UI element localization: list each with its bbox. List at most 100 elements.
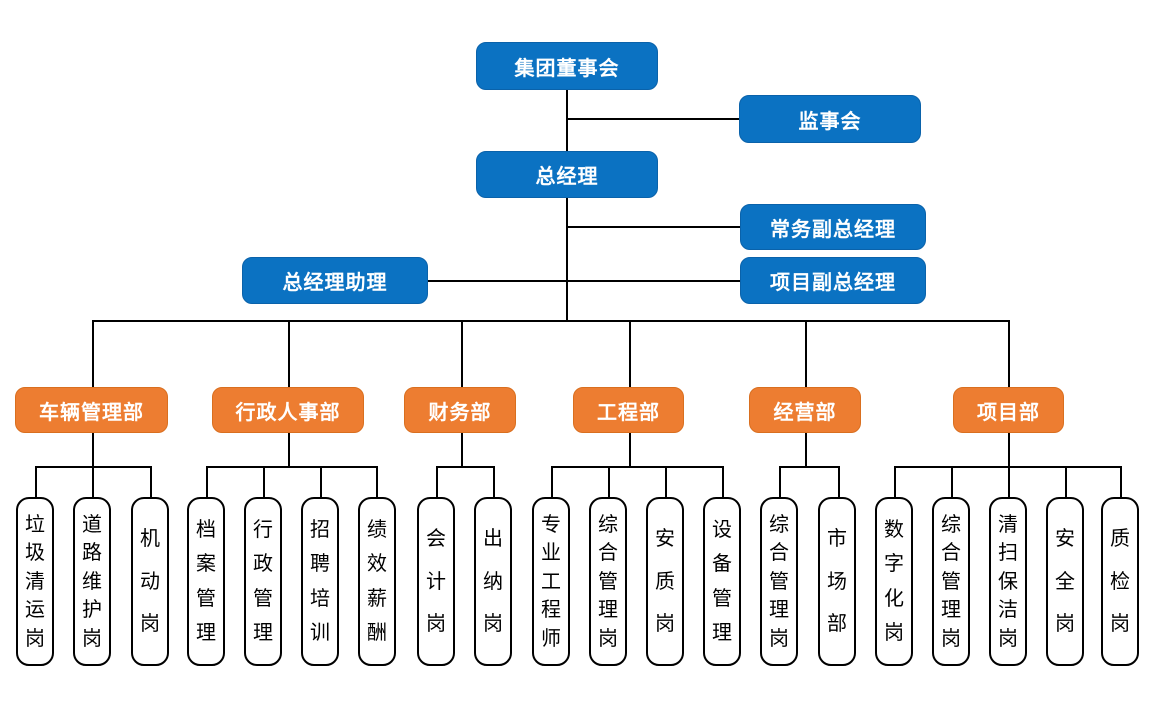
connector-line	[805, 320, 807, 387]
connector-line	[436, 466, 493, 468]
node-position-professional-engineer: 专业工程师	[532, 497, 570, 666]
node-position-digitalization: 数字化岗	[875, 497, 913, 666]
connector-line	[566, 90, 568, 151]
node-project-deputy-gm-label: 项目副总经理	[770, 272, 896, 294]
connector-line	[567, 226, 740, 228]
connector-line	[566, 198, 568, 321]
connector-line	[206, 466, 377, 468]
node-position-cleaning-label: 清扫保洁岗	[998, 513, 1018, 650]
node-group-board: 集团董事会	[476, 42, 658, 90]
node-dept-operations: 经营部	[749, 387, 861, 433]
node-dept-project: 项目部	[953, 387, 1064, 433]
connector-line	[92, 433, 94, 467]
connector-line	[288, 433, 290, 467]
connector-line	[1065, 466, 1067, 497]
node-project-deputy-gm: 项目副总经理	[740, 257, 926, 304]
node-dept-project-label: 项目部	[977, 401, 1040, 424]
connector-line	[92, 320, 94, 387]
node-dept-vehicle-management: 车辆管理部	[15, 387, 168, 433]
connector-line	[206, 466, 208, 497]
node-position-cleaning: 清扫保洁岗	[989, 497, 1027, 666]
node-position-recruit-training-label: 招聘培训	[310, 519, 330, 644]
node-position-performance-pay: 绩效薪酬	[358, 497, 396, 666]
connector-line	[288, 320, 290, 387]
node-position-general-management-eng: 综合管理岗	[589, 497, 627, 666]
node-position-road-maintenance: 道路维护岗	[73, 497, 111, 666]
node-position-safety: 安全岗	[1046, 497, 1084, 666]
node-position-professional-engineer-label: 专业工程师	[541, 513, 561, 650]
connector-line	[779, 466, 781, 497]
node-dept-finance-label: 财务部	[428, 401, 492, 424]
node-position-admin-management-label: 行政管理	[253, 519, 273, 644]
node-position-garbage-removal-label: 垃圾清运岗	[25, 513, 45, 650]
node-position-general-management-ops: 综合管理岗	[760, 497, 798, 666]
connector-line	[805, 433, 807, 467]
connector-line	[779, 466, 839, 468]
connector-line	[376, 466, 378, 497]
node-position-safety-label: 安全岗	[1055, 527, 1075, 636]
connector-line	[722, 466, 724, 497]
node-position-equipment-management: 设备管理	[703, 497, 741, 666]
connector-line	[551, 466, 553, 497]
node-position-archives-management: 档案管理	[187, 497, 225, 666]
node-dept-engineering: 工程部	[573, 387, 684, 433]
node-dept-vehicle-management-label: 车辆管理部	[39, 401, 144, 424]
node-position-mobile: 机动岗	[131, 497, 169, 666]
connector-line	[92, 466, 94, 497]
node-executive-deputy-gm: 常务副总经理	[740, 204, 926, 250]
connector-line	[629, 320, 631, 387]
connector-line	[551, 466, 722, 468]
connector-line	[1008, 466, 1010, 497]
node-dept-admin-hr: 行政人事部	[212, 387, 364, 433]
connector-line	[665, 466, 667, 497]
connector-line	[263, 466, 265, 497]
node-position-mobile-label: 机动岗	[140, 527, 160, 636]
node-position-safety-quality: 安质岗	[646, 497, 684, 666]
node-position-digitalization-label: 数字化岗	[884, 519, 904, 644]
node-position-road-maintenance-label: 道路维护岗	[82, 513, 102, 650]
connector-line	[1008, 320, 1010, 387]
connector-line	[92, 320, 1008, 322]
connector-line	[951, 466, 953, 497]
connector-line	[461, 320, 463, 387]
node-supervisory-board-label: 监事会	[798, 110, 862, 133]
node-position-archives-management-label: 档案管理	[196, 519, 216, 644]
node-position-accounting-label: 会计岗	[426, 527, 446, 636]
node-position-market-label: 市场部	[827, 527, 847, 636]
connector-line	[493, 466, 495, 497]
node-dept-admin-hr-label: 行政人事部	[235, 401, 341, 424]
node-position-general-management-proj-label: 综合管理岗	[941, 513, 961, 650]
node-position-admin-management: 行政管理	[244, 497, 282, 666]
node-position-cashier: 出纳岗	[474, 497, 512, 666]
node-position-market: 市场部	[818, 497, 856, 666]
connector-line	[1120, 466, 1122, 497]
node-position-safety-quality-label: 安质岗	[655, 527, 675, 636]
node-position-general-management-proj: 综合管理岗	[932, 497, 970, 666]
node-general-manager-label: 总经理	[535, 166, 599, 188]
node-gm-assistant: 总经理助理	[242, 257, 428, 304]
node-group-board-label: 集团董事会	[514, 57, 620, 80]
connector-line	[894, 466, 1120, 468]
node-gm-assistant-label: 总经理助理	[282, 272, 388, 294]
connector-line	[35, 466, 37, 497]
node-general-manager: 总经理	[476, 151, 658, 198]
connector-line	[608, 466, 610, 497]
connector-line	[320, 466, 322, 497]
node-position-accounting: 会计岗	[417, 497, 455, 666]
node-position-garbage-removal: 垃圾清运岗	[16, 497, 54, 666]
node-position-equipment-management-label: 设备管理	[712, 519, 732, 644]
connector-line	[461, 433, 463, 467]
connector-line	[1008, 433, 1010, 467]
connector-line	[150, 466, 152, 497]
node-position-quality-inspection-label: 质检岗	[1110, 527, 1130, 636]
node-position-general-management-ops-label: 综合管理岗	[769, 513, 789, 650]
connector-line	[629, 433, 631, 467]
connector-line	[428, 280, 740, 282]
connector-line	[894, 466, 896, 497]
node-position-quality-inspection: 质检岗	[1101, 497, 1139, 666]
node-dept-operations-label: 经营部	[773, 401, 837, 424]
node-position-performance-pay-label: 绩效薪酬	[367, 519, 387, 644]
node-executive-deputy-gm-label: 常务副总经理	[770, 218, 896, 241]
node-position-general-management-eng-label: 综合管理岗	[598, 513, 618, 650]
connector-line	[436, 466, 438, 497]
